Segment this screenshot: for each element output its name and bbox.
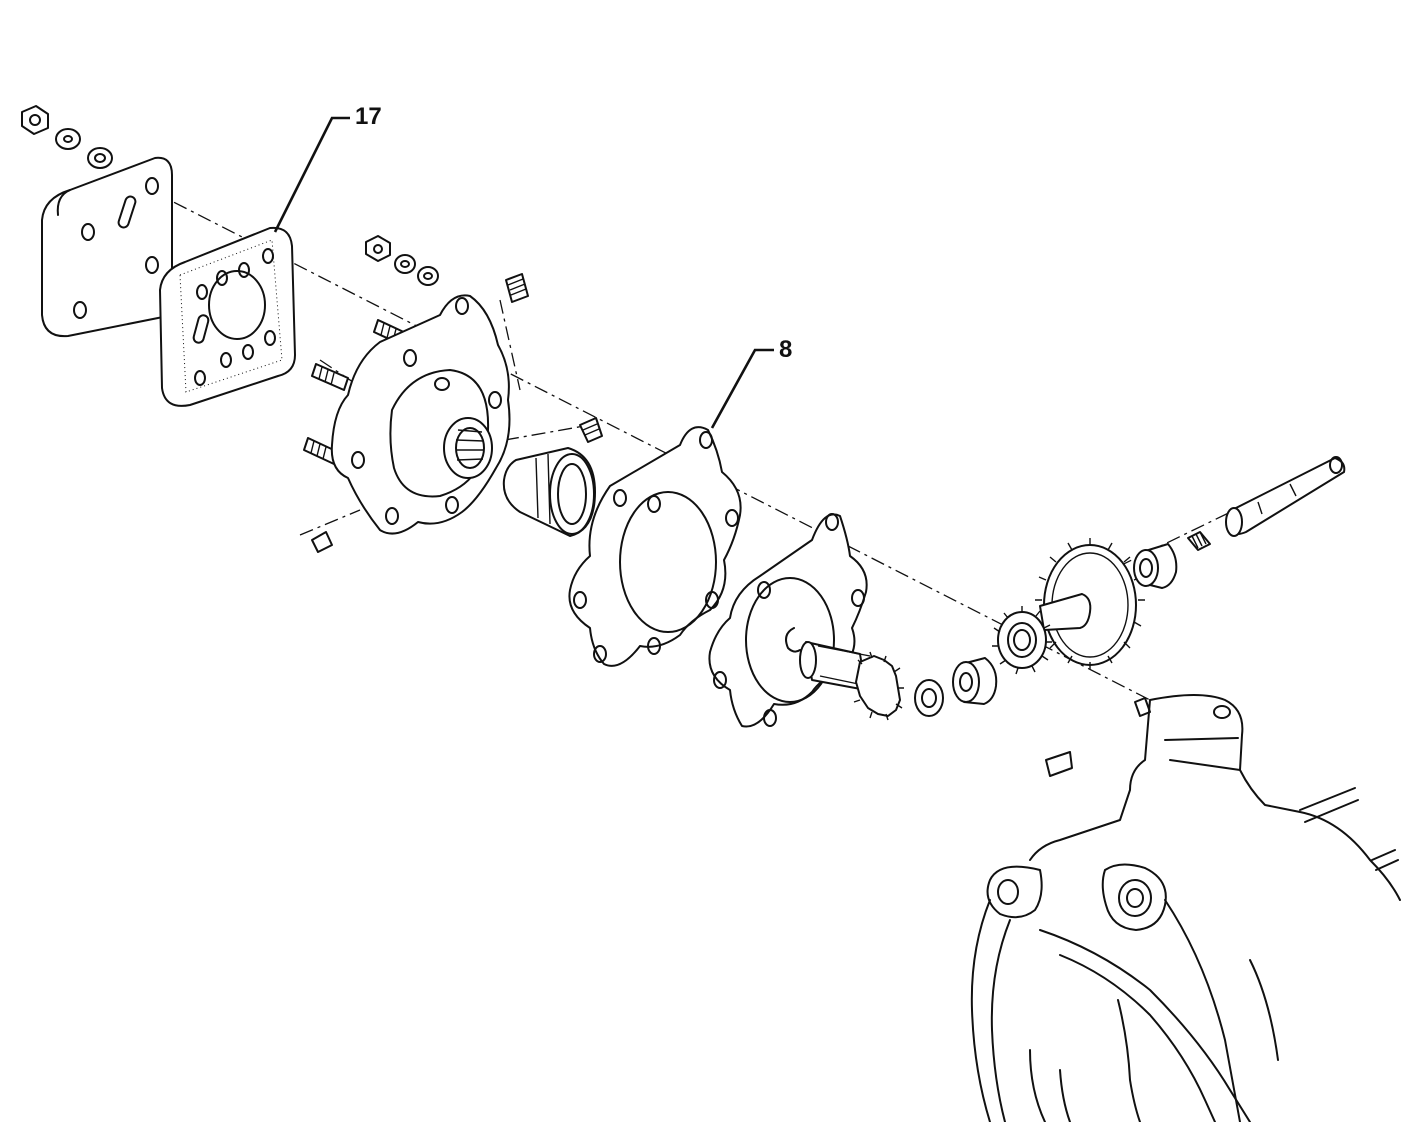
spacer-spring-shaft bbox=[1133, 456, 1346, 589]
callout-part-8: 8 bbox=[779, 336, 793, 363]
idler-gear-small bbox=[992, 606, 1052, 675]
idler-gear-large bbox=[1035, 538, 1145, 669]
crankcase-housing bbox=[970, 694, 1401, 1122]
grub-screws bbox=[311, 273, 603, 553]
callout-part-17: 17 bbox=[355, 103, 382, 130]
pump-body bbox=[330, 294, 511, 535]
bushing bbox=[502, 447, 596, 537]
washer-and-flanged-bush bbox=[914, 657, 998, 717]
gasket-part-17 bbox=[159, 226, 296, 407]
nut-and-washers-top bbox=[21, 105, 113, 169]
cover-plate bbox=[41, 156, 173, 338]
drive-shaft-gear bbox=[799, 641, 904, 721]
nut-and-washers-middle bbox=[365, 235, 439, 286]
gasket-part-8 bbox=[568, 426, 742, 667]
gear-plate bbox=[708, 513, 868, 728]
callout-leaders bbox=[273, 116, 774, 429]
